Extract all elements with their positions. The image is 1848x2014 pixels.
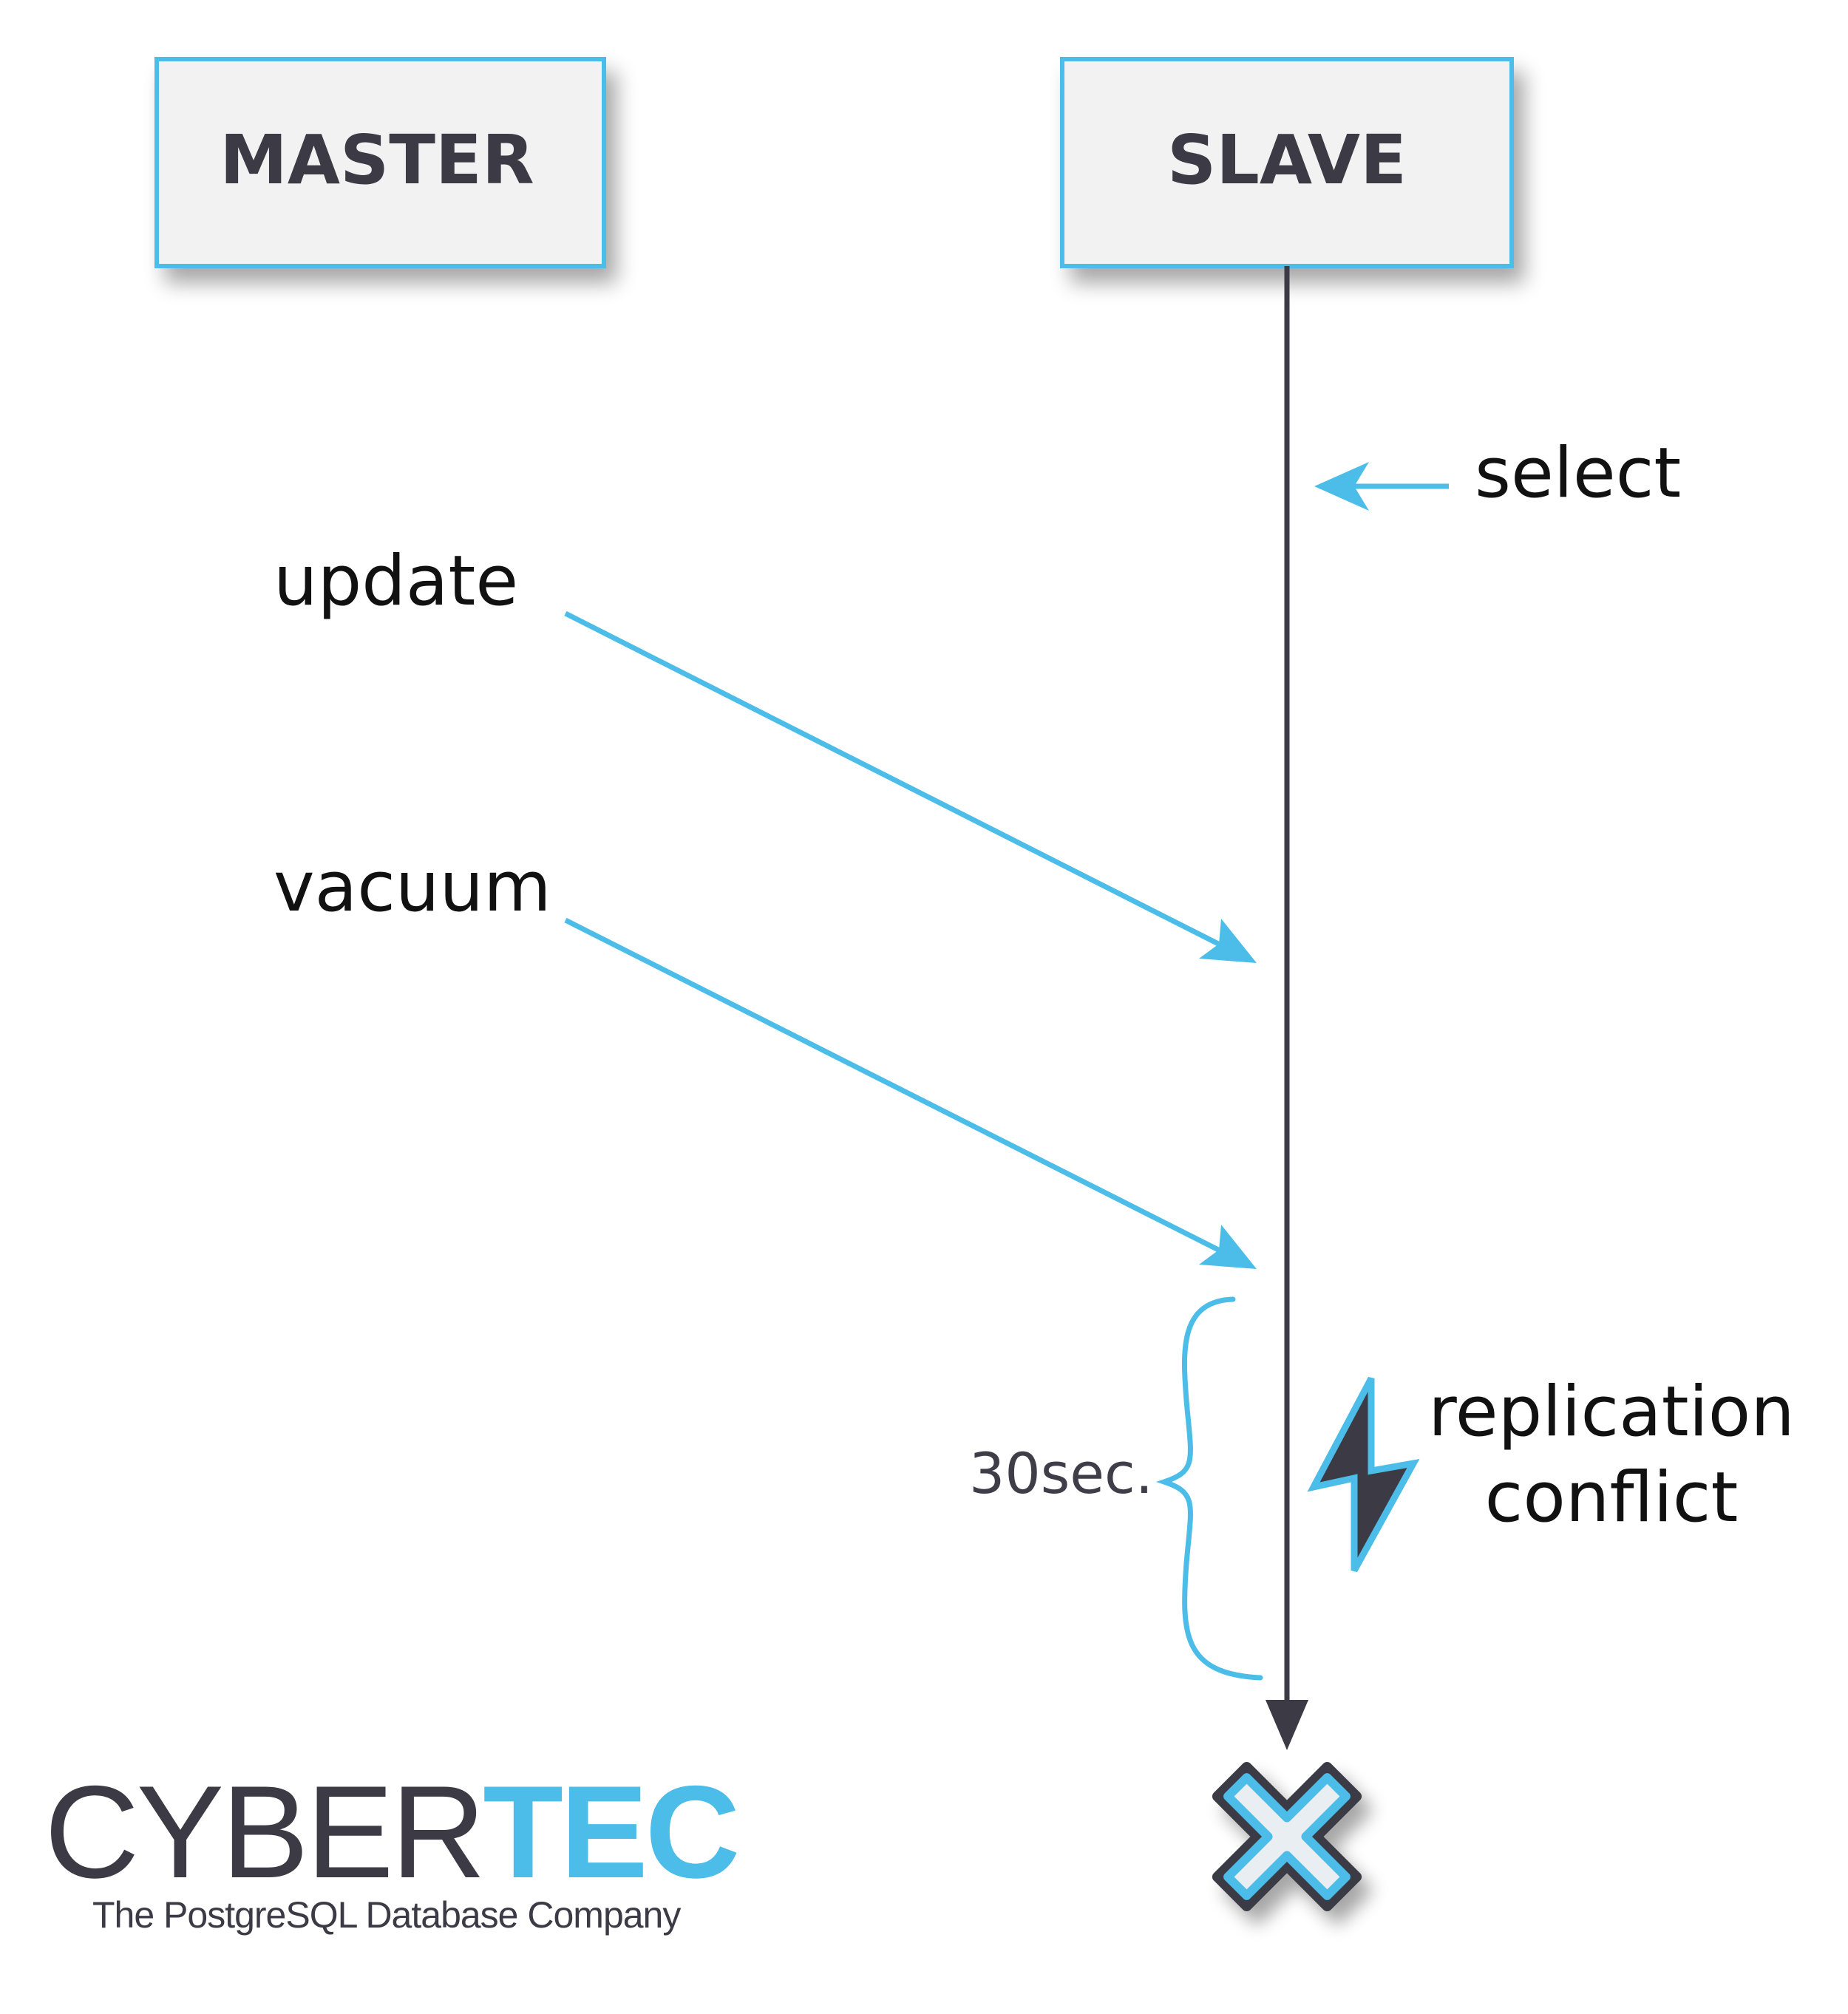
update-arrowhead [1199,919,1257,963]
slave-node [1060,57,1514,268]
vacuum-label: vacuum [274,847,551,928]
select-label: select [1475,433,1681,514]
logo-wordmark: CYBERTEC [44,1758,737,1905]
logo-brand-part2: TEC [483,1758,737,1905]
timeout-brace [1155,1296,1263,1681]
select-arrowhead [1314,462,1369,511]
vacuum-arrow-shaft [564,917,1229,1257]
x-cross-icon [1212,1761,1362,1912]
logo-brand-part1: CYBER [44,1758,483,1905]
slave-label: SLAVE [1167,120,1407,200]
update-arrow-shaft [564,610,1229,951]
logo-tagline: The PostgreSQL Database Company [92,1894,681,1936]
vacuum-arrowhead [1199,1225,1257,1269]
conflict-label-line1: replication [1428,1372,1795,1452]
master-node [154,57,606,268]
timeline-arrowhead [1266,1700,1308,1750]
timeout-label: 30sec. [969,1440,1153,1506]
update-label: update [274,541,518,622]
conflict-label-line2: conflict [1485,1457,1739,1538]
master-box [154,57,606,268]
slave-box [1060,57,1514,268]
lightning-bolt-icon [1307,1376,1420,1573]
cybertec-logo: CYBERTEC The PostgreSQL Database Company [44,1758,740,1936]
master-label: MASTER [220,120,534,200]
